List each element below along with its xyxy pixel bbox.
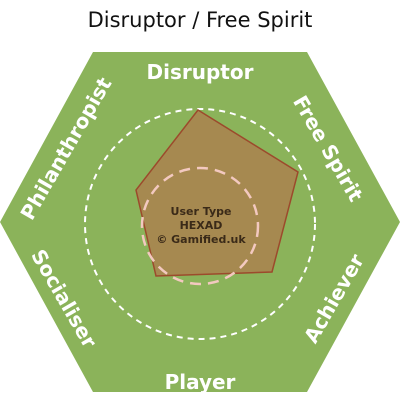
segment-label-player: Player <box>165 370 236 394</box>
inner-dashed-circle <box>140 166 260 286</box>
page-title: Disruptor / Free Spirit <box>87 8 313 32</box>
center-label-hexad: HEXAD <box>180 219 223 232</box>
center-label-copyright: © Gamified.uk <box>156 233 246 246</box>
segment-label-disruptor: Disruptor <box>147 60 254 84</box>
center-label-user-type: User Type <box>171 205 232 218</box>
outer-dashed-circle <box>84 108 316 340</box>
